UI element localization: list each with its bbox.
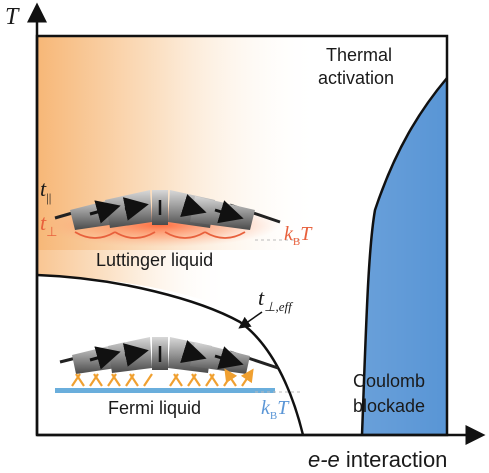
luttinger-lower-band [37,250,230,310]
coulomb-label-line1: Coulomb [353,371,425,391]
kbT-upper-k: k [284,223,294,245]
fermi-label: Fermi liquid [108,398,201,418]
luttinger-hopping-arc-2 [114,231,156,239]
thermal-label-line1: Thermal [326,45,392,65]
t-perp-eff-subscript: ⊥,eff [264,299,294,314]
luttinger-hopping-arc-3 [164,231,206,239]
t-perp-symbol: t [40,210,47,235]
luttinger-region [37,36,320,250]
kbT-upper-T: T [300,223,313,245]
kbT-upper-label: kBT [284,223,313,248]
luttinger-hopping-arc-4 [204,231,246,239]
luttinger-bundle [40,190,300,247]
luttinger-tube-arrow-4 [180,194,207,218]
luttinger-tube-arrow-5 [214,200,244,224]
fermi-bar [55,388,275,393]
crossover-curve [36,273,305,436]
t-perp-label: t⊥ [40,210,57,239]
t-parallel-symbol: t [40,176,47,201]
x-axis-label: e-e interaction [308,447,447,472]
t-parallel-label: t|| [40,176,51,205]
luttinger-tube-arrow-1 [89,200,121,224]
x-axis-label-italic: e-e [308,447,340,472]
t-perp-eff-symbol: t [258,285,265,310]
t-perp-eff-pointer [238,311,263,329]
luttinger-label: Luttinger liquid [96,250,213,270]
fermi-tube-arrow-5 [214,346,244,370]
fermi-hopping-arrows-reverse [75,374,236,387]
x-axis-label-rest: interaction [340,447,448,472]
kbT-upper-B: B [293,236,300,248]
fermi-bundle [55,337,300,393]
kbT-lower-k: k [261,397,271,419]
thermal-label-line2: activation [318,68,394,88]
fermi-tube-arrow-1 [89,346,121,370]
luttinger-hopping-arc-1 [74,231,116,239]
t-parallel-subscript: || [46,190,51,205]
fermi-tube-arrow-4 [180,340,207,364]
kbT-lower-B: B [270,410,277,422]
t-perp-eff-label: t⊥,eff [258,285,294,314]
luttinger-tube-arrow-2 [122,197,149,221]
coulomb-label-line2: blockade [353,396,425,416]
coulomb-core [362,78,447,435]
kbT-lower-T: T [277,397,290,419]
fermi-tube-arrow-2 [122,343,149,367]
kbT-lower-label: kBT [261,397,290,422]
t-perp-subscript: ⊥ [46,224,57,239]
y-axis-label: T [5,4,20,30]
coulomb-boundary-curve [360,77,448,436]
